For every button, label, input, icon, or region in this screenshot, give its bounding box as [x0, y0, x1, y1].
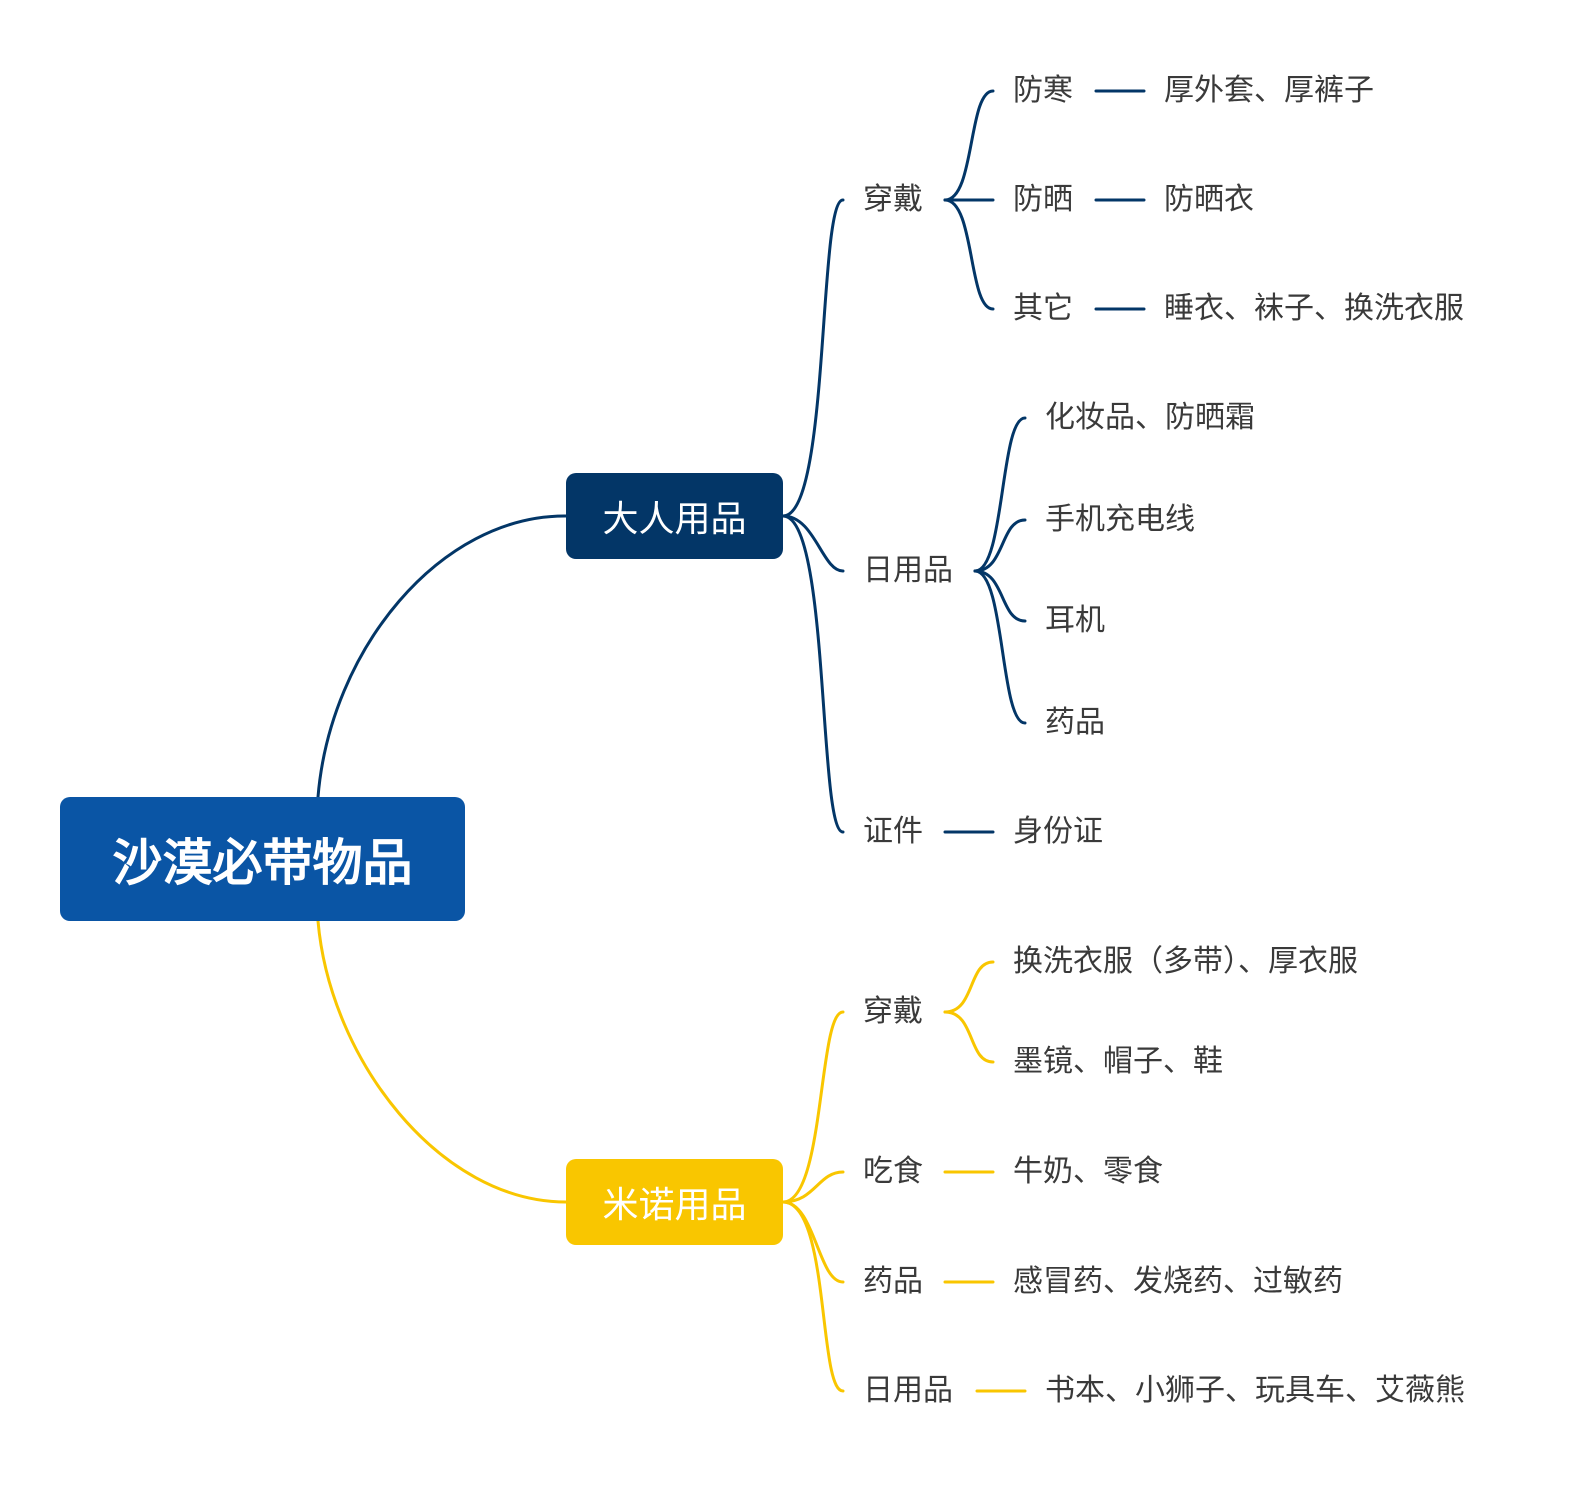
kid-medicine-node[interactable]: 药品 [863, 1264, 923, 1299]
kid-medicine-detail[interactable]: 感冒药、发烧药、过敏药 [1013, 1264, 1343, 1299]
link-kid-wear [781, 1010, 845, 1204]
kid-wear-node[interactable]: 穿戴 [863, 994, 923, 1029]
daily-item-charger[interactable]: 手机充电线 [1045, 502, 1195, 537]
kid-food-detail[interactable]: 牛奶、零食 [1013, 1154, 1163, 1189]
adult-wear-node[interactable]: 穿戴 [863, 182, 923, 217]
link-daily-item-1 [973, 416, 1027, 573]
daily-item-cosmetics[interactable]: 化妆品、防晒霜 [1045, 400, 1255, 435]
link-root-adult [316, 514, 568, 799]
daily-item-medicine[interactable]: 药品 [1045, 705, 1105, 740]
kid-wear-item-clothes[interactable]: 换洗衣服（多带）、厚衣服 [1013, 944, 1358, 979]
topic-adult-items[interactable]: 大人用品 [566, 473, 783, 559]
daily-item-earphones[interactable]: 耳机 [1045, 603, 1105, 638]
wear-sun-node[interactable]: 防晒 [1013, 182, 1073, 217]
wear-cold-detail[interactable]: 厚外套、厚裤子 [1164, 73, 1374, 108]
wear-other-detail[interactable]: 睡衣、袜子、换洗衣服 [1164, 291, 1464, 326]
root-node[interactable]: 沙漠必带物品 [60, 797, 465, 921]
kid-wear-item-accessories[interactable]: 墨镜、帽子、鞋 [1013, 1044, 1223, 1079]
link-kid-wear-item-1 [943, 960, 995, 1014]
kid-daily-detail[interactable]: 书本、小狮子、玩具车、艾薇熊 [1045, 1373, 1465, 1408]
adult-docs-node[interactable]: 证件 [863, 814, 923, 849]
link-adult-daily [781, 514, 845, 573]
kid-daily-node[interactable]: 日用品 [863, 1373, 953, 1408]
topic-kid-items[interactable]: 米诺用品 [566, 1159, 783, 1245]
link-daily-item-2 [973, 518, 1027, 573]
link-adult-wear [781, 198, 845, 518]
kid-food-node[interactable]: 吃食 [863, 1154, 923, 1189]
link-wear-other [943, 198, 995, 311]
link-root-kid [316, 919, 568, 1204]
link-kid-food [781, 1170, 845, 1204]
wear-other-node[interactable]: 其它 [1013, 291, 1073, 326]
link-adult-docs [781, 514, 845, 834]
link-wear-cold [943, 89, 995, 202]
wear-sun-detail[interactable]: 防晒衣 [1164, 182, 1254, 217]
link-kid-daily [781, 1200, 845, 1393]
link-daily-item-3 [973, 569, 1027, 623]
link-kid-wear-item-2 [943, 1010, 995, 1064]
wear-cold-node[interactable]: 防寒 [1013, 73, 1073, 108]
docs-detail[interactable]: 身份证 [1013, 814, 1103, 849]
adult-daily-node[interactable]: 日用品 [863, 553, 953, 588]
link-daily-item-4 [973, 569, 1027, 725]
